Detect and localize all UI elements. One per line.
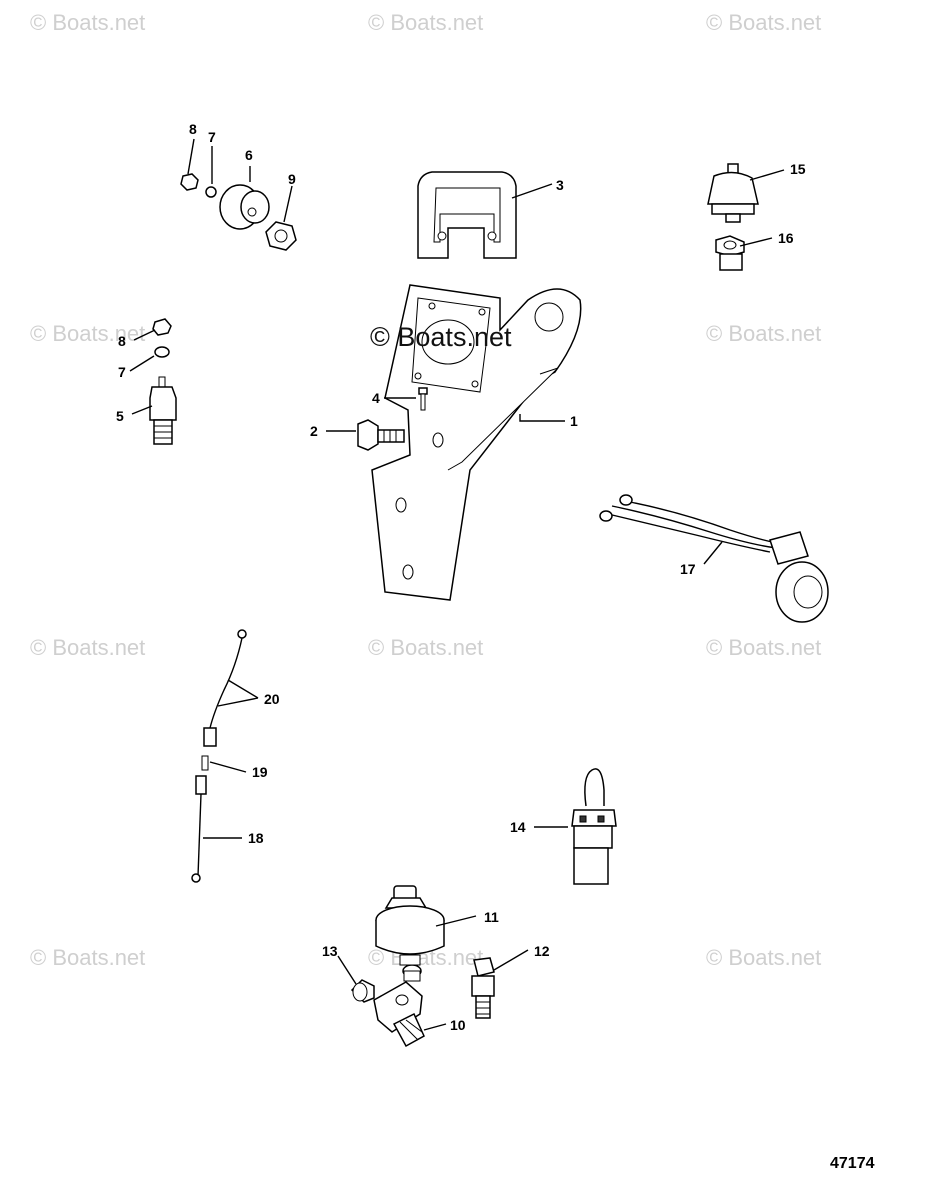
callout-10: 10 xyxy=(450,1017,466,1033)
part-5-sender xyxy=(149,376,177,445)
callout-11: 11 xyxy=(484,909,499,925)
callout-15: 15 xyxy=(790,161,806,177)
part-15-sender xyxy=(707,163,759,223)
callout-6: 6 xyxy=(245,147,253,163)
part-10-elbow xyxy=(373,964,425,1048)
watermark: © Boats.net xyxy=(30,635,145,660)
leader-lines xyxy=(129,138,785,1031)
callout-9: 9 xyxy=(288,171,296,187)
part-11-pressure-switch xyxy=(375,885,445,966)
part-6-cover xyxy=(219,184,270,230)
watermark: © Boats.net xyxy=(30,10,145,35)
callout-8-middle: 8 xyxy=(118,333,126,349)
callout-2: 2 xyxy=(310,423,318,439)
part-4-screw xyxy=(418,387,428,411)
callout-7-top: 7 xyxy=(208,129,216,145)
callout-13: 13 xyxy=(322,943,338,959)
callout-5: 5 xyxy=(116,408,124,424)
part-3-clip xyxy=(417,171,517,259)
callout-20: 20 xyxy=(264,691,280,707)
part-19-pin xyxy=(201,755,209,771)
watermark: © Boats.net xyxy=(706,635,821,660)
part-7-washer-middle xyxy=(154,346,170,358)
part-7-washer-top xyxy=(205,186,217,198)
part-18-lead xyxy=(191,775,207,883)
callout-19: 19 xyxy=(252,764,268,780)
callout-3: 3 xyxy=(556,177,564,193)
watermark: © Boats.net xyxy=(368,10,483,35)
part-20-wire xyxy=(203,629,247,747)
part-13-plug xyxy=(350,979,375,1003)
callout-7-middle: 7 xyxy=(118,364,126,380)
callouts: 1 2 3 4 5 6 7 7 8 8 9 10 11 12 13 14 15 … xyxy=(116,121,806,1033)
part-8-nut-middle xyxy=(152,318,172,336)
part-8-nut-top xyxy=(180,173,199,191)
callout-17: 17 xyxy=(680,561,696,577)
part-16-adapter xyxy=(715,235,745,271)
callout-8-top: 8 xyxy=(189,121,197,137)
watermark: © Boats.net xyxy=(30,945,145,970)
callout-16: 16 xyxy=(778,230,794,246)
callout-14: 14 xyxy=(510,819,526,835)
watermark: © Boats.net xyxy=(706,10,821,35)
watermark: © Boats.net xyxy=(706,945,821,970)
part-2-bolt xyxy=(357,419,405,451)
callout-12: 12 xyxy=(534,943,550,959)
part-9-fitting xyxy=(265,221,297,251)
callout-4: 4 xyxy=(372,390,380,406)
part-1-bracket xyxy=(371,284,582,601)
part-17-harness xyxy=(599,494,829,623)
figure-number: 47174 xyxy=(830,1155,875,1172)
watermark: © Boats.net xyxy=(368,635,483,660)
watermark: © Boats.net xyxy=(30,321,145,346)
callout-18: 18 xyxy=(248,830,264,846)
watermark: © Boats.net xyxy=(706,321,821,346)
part-12-fitting xyxy=(471,957,495,1019)
part-14-connector xyxy=(571,768,617,885)
callout-1: 1 xyxy=(570,413,578,429)
center-watermark: © Boats.net xyxy=(370,322,512,352)
watermarks: © Boats.net © Boats.net © Boats.net © Bo… xyxy=(30,10,821,970)
